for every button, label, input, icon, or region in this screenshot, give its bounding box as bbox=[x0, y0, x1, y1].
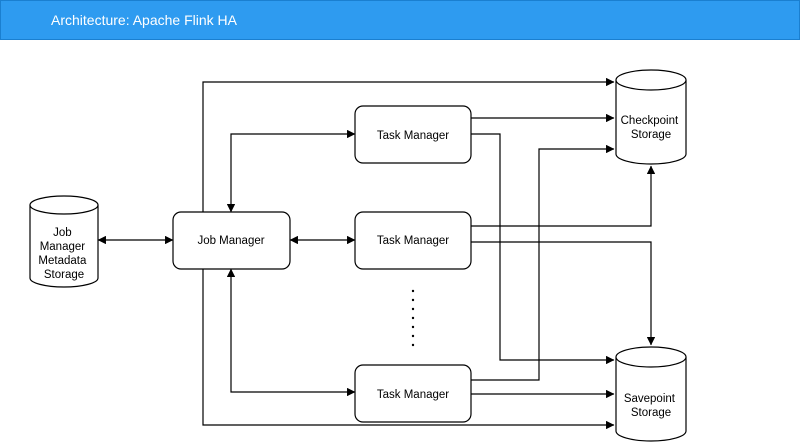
checkpoint-storage-line-2: Storage bbox=[631, 129, 671, 141]
ellipsis-dots bbox=[411, 289, 415, 347]
metadata-storage-line-2: Manager bbox=[40, 241, 86, 253]
metadata-storage-line-1: Job bbox=[53, 227, 72, 239]
svg-text:Checkpoint Storage: Checkpoint Storage bbox=[621, 115, 682, 141]
task-manager-2-box: Task Manager bbox=[354, 211, 472, 270]
checkpoint-storage-cylinder: Checkpoint Storage bbox=[615, 69, 687, 165]
task-manager-2-label: Task Manager bbox=[377, 235, 449, 247]
edge-tm3-checkpoint bbox=[471, 144, 615, 381]
savepoint-storage-line-1: Savepoint bbox=[624, 393, 676, 405]
title-bar: Architecture: Apache Flink HA bbox=[0, 0, 800, 40]
edge-tm2-checkpoint bbox=[471, 165, 656, 227]
task-manager-1-box: Task Manager bbox=[354, 105, 472, 164]
savepoint-storage-line-2: Storage bbox=[631, 407, 671, 419]
edge-tm2-savepoint bbox=[471, 241, 656, 346]
svg-text:Savepoint Storage: Savepoint Storage bbox=[624, 393, 678, 419]
edge-jobmanager-taskmanager1 bbox=[226, 129, 356, 213]
edge-jobmanager-checkpoint bbox=[202, 77, 615, 212]
job-manager-label: Job Manager bbox=[197, 235, 264, 247]
metadata-storage-line-4: Storage bbox=[44, 269, 84, 281]
edge-jobmanager-savepoint bbox=[202, 269, 615, 430]
svg-text:Job Manager Metada: Job Manager Metadata Storage bbox=[38, 227, 89, 281]
diagram-title: Architecture: Apache Flink HA bbox=[51, 12, 237, 28]
edge-tm1-savepoint bbox=[471, 133, 615, 365]
task-manager-1-label: Task Manager bbox=[377, 130, 449, 142]
task-manager-3-label: Task Manager bbox=[377, 389, 449, 401]
checkpoint-storage-line-1: Checkpoint bbox=[621, 115, 679, 127]
edge-jobmanager-taskmanager3 bbox=[226, 268, 356, 397]
task-manager-3-box: Task Manager bbox=[354, 364, 472, 423]
metadata-storage-line-3: Metadata bbox=[38, 255, 87, 267]
job-manager-box: Job Manager bbox=[172, 211, 291, 270]
metadata-storage-cylinder: Job Manager Metadata Storage bbox=[29, 195, 99, 288]
savepoint-storage-cylinder: Savepoint Storage bbox=[615, 346, 687, 442]
